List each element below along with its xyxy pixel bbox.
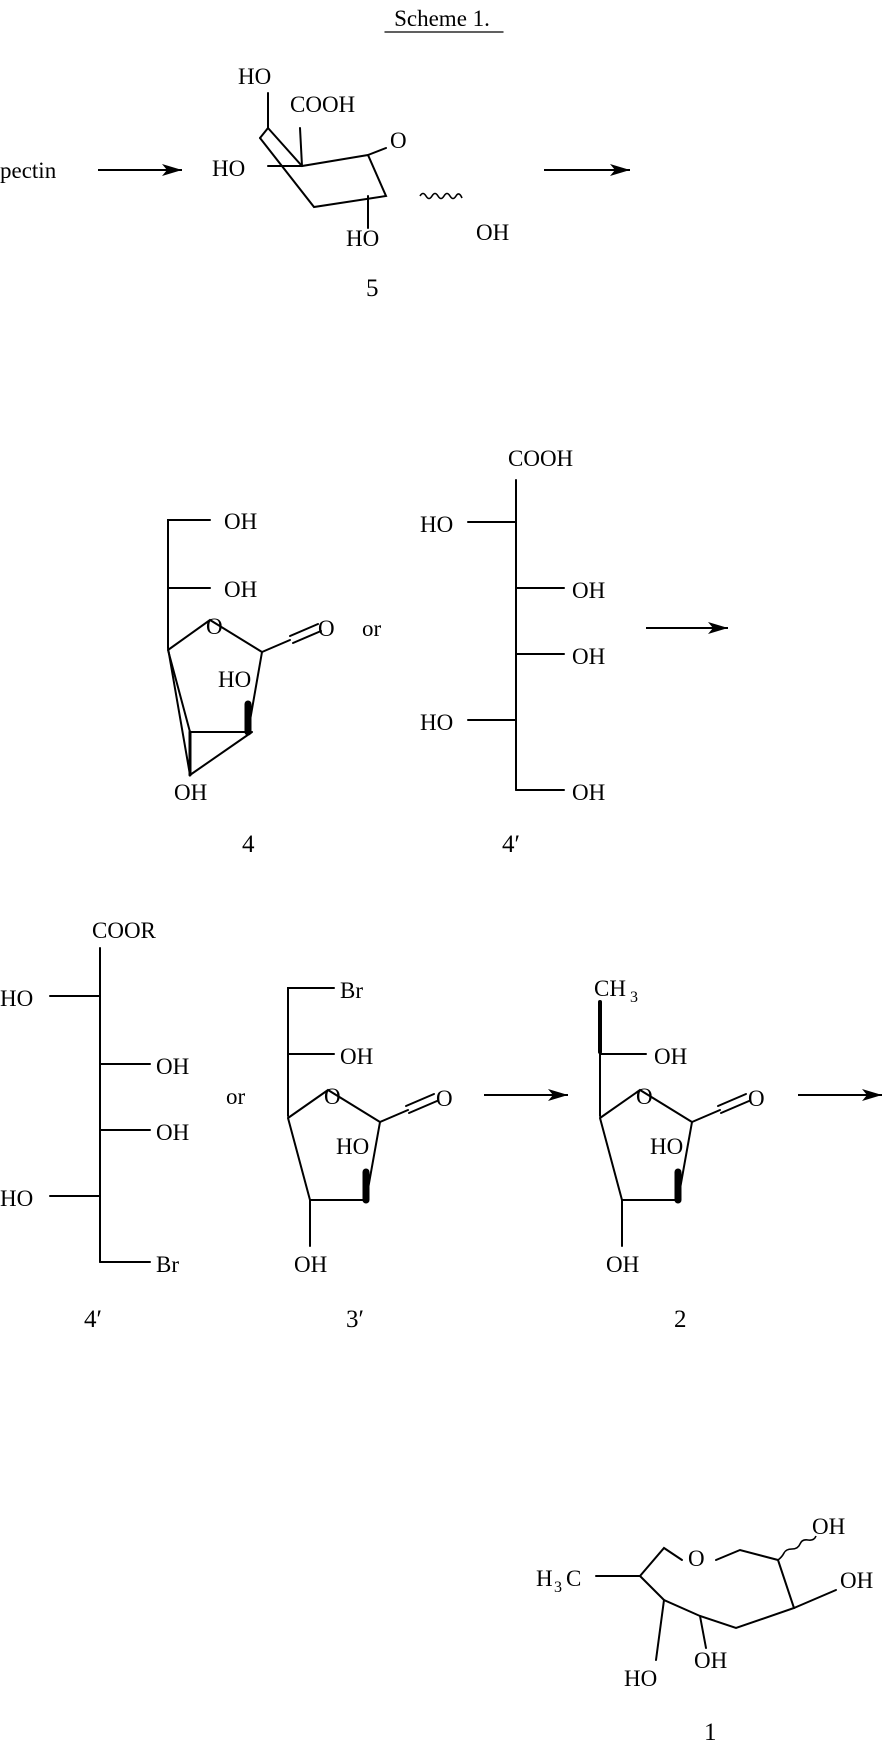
svg-text:O: O bbox=[324, 1084, 341, 1109]
svg-text:HO: HO bbox=[420, 512, 453, 537]
svg-text:C: C bbox=[566, 1566, 581, 1591]
compound-4prime-a: COOH HO OH OH HO OH 4′ bbox=[420, 446, 605, 858]
svg-text:OH: OH bbox=[294, 1252, 327, 1277]
or-text-1: or bbox=[362, 616, 382, 641]
svg-text:O: O bbox=[206, 614, 223, 639]
svg-text:HO: HO bbox=[238, 64, 271, 89]
svg-text:OH: OH bbox=[156, 1120, 189, 1145]
svg-text:Br: Br bbox=[156, 1252, 179, 1277]
svg-text:H: H bbox=[536, 1566, 553, 1591]
svg-text:COOH: COOH bbox=[508, 446, 573, 471]
compound-number-1: 1 bbox=[704, 1719, 717, 1743]
svg-text:HO: HO bbox=[0, 986, 33, 1011]
or-text-2: or bbox=[226, 1084, 246, 1109]
svg-text:OH: OH bbox=[156, 1054, 189, 1079]
compound-number-3prime: 3′ bbox=[346, 1306, 364, 1333]
compound-3prime: Br OH O O HO OH 3′ bbox=[288, 978, 453, 1333]
svg-text:OH: OH bbox=[572, 780, 605, 805]
svg-text:OH: OH bbox=[340, 1044, 373, 1069]
svg-text:OH: OH bbox=[224, 577, 257, 602]
svg-text:HO: HO bbox=[650, 1134, 683, 1159]
svg-text:OH: OH bbox=[476, 220, 509, 245]
compound-number-5: 5 bbox=[366, 275, 379, 302]
svg-text:OH: OH bbox=[572, 578, 605, 603]
svg-text:COOR: COOR bbox=[92, 918, 157, 943]
svg-text:OH: OH bbox=[224, 509, 257, 534]
svg-text:HO: HO bbox=[624, 1666, 657, 1691]
svg-text:HO: HO bbox=[212, 156, 245, 181]
svg-text:HO: HO bbox=[420, 710, 453, 735]
svg-text:3: 3 bbox=[554, 1579, 562, 1596]
svg-text:OH: OH bbox=[654, 1044, 687, 1069]
svg-text:O: O bbox=[318, 616, 335, 641]
compound-number-4prime-a: 4′ bbox=[502, 831, 520, 858]
svg-text:O: O bbox=[748, 1086, 765, 1111]
svg-text:CH: CH bbox=[594, 976, 626, 1001]
svg-text:OH: OH bbox=[840, 1568, 873, 1593]
svg-text:3: 3 bbox=[630, 989, 638, 1006]
scheme-title: Scheme 1. bbox=[394, 6, 490, 31]
svg-text:HO: HO bbox=[218, 667, 251, 692]
compound-4: OH OH O O HO OH 4 bbox=[168, 509, 335, 858]
svg-text:OH: OH bbox=[694, 1648, 727, 1673]
compound-5: HO COOH O HO HO OH 5 bbox=[212, 64, 509, 302]
svg-text:OH: OH bbox=[572, 644, 605, 669]
svg-text:O: O bbox=[636, 1084, 653, 1109]
svg-text:O: O bbox=[436, 1086, 453, 1111]
svg-text:COOH: COOH bbox=[290, 92, 355, 117]
compound-number-4: 4 bbox=[242, 831, 255, 858]
compound-4prime-b: COOR HO OH OH HO Br 4′ bbox=[0, 918, 189, 1333]
compound-number-4prime-b: 4′ bbox=[84, 1306, 102, 1333]
svg-text:O: O bbox=[688, 1546, 705, 1571]
compound-number-2: 2 bbox=[674, 1306, 687, 1333]
svg-text:OH: OH bbox=[606, 1252, 639, 1277]
compound-2: CH 3 OH O O HO OH 2 bbox=[594, 976, 765, 1333]
svg-text:HO: HO bbox=[346, 226, 379, 251]
svg-text:Br: Br bbox=[340, 978, 363, 1003]
compound-1: H 3 C O OH OH OH HO 1 bbox=[536, 1514, 873, 1743]
svg-text:OH: OH bbox=[174, 780, 207, 805]
svg-text:HO: HO bbox=[0, 1186, 33, 1211]
svg-text:O: O bbox=[390, 128, 407, 153]
pectin-label: pectin bbox=[0, 158, 57, 183]
svg-text:OH: OH bbox=[812, 1514, 845, 1539]
svg-text:HO: HO bbox=[336, 1134, 369, 1159]
